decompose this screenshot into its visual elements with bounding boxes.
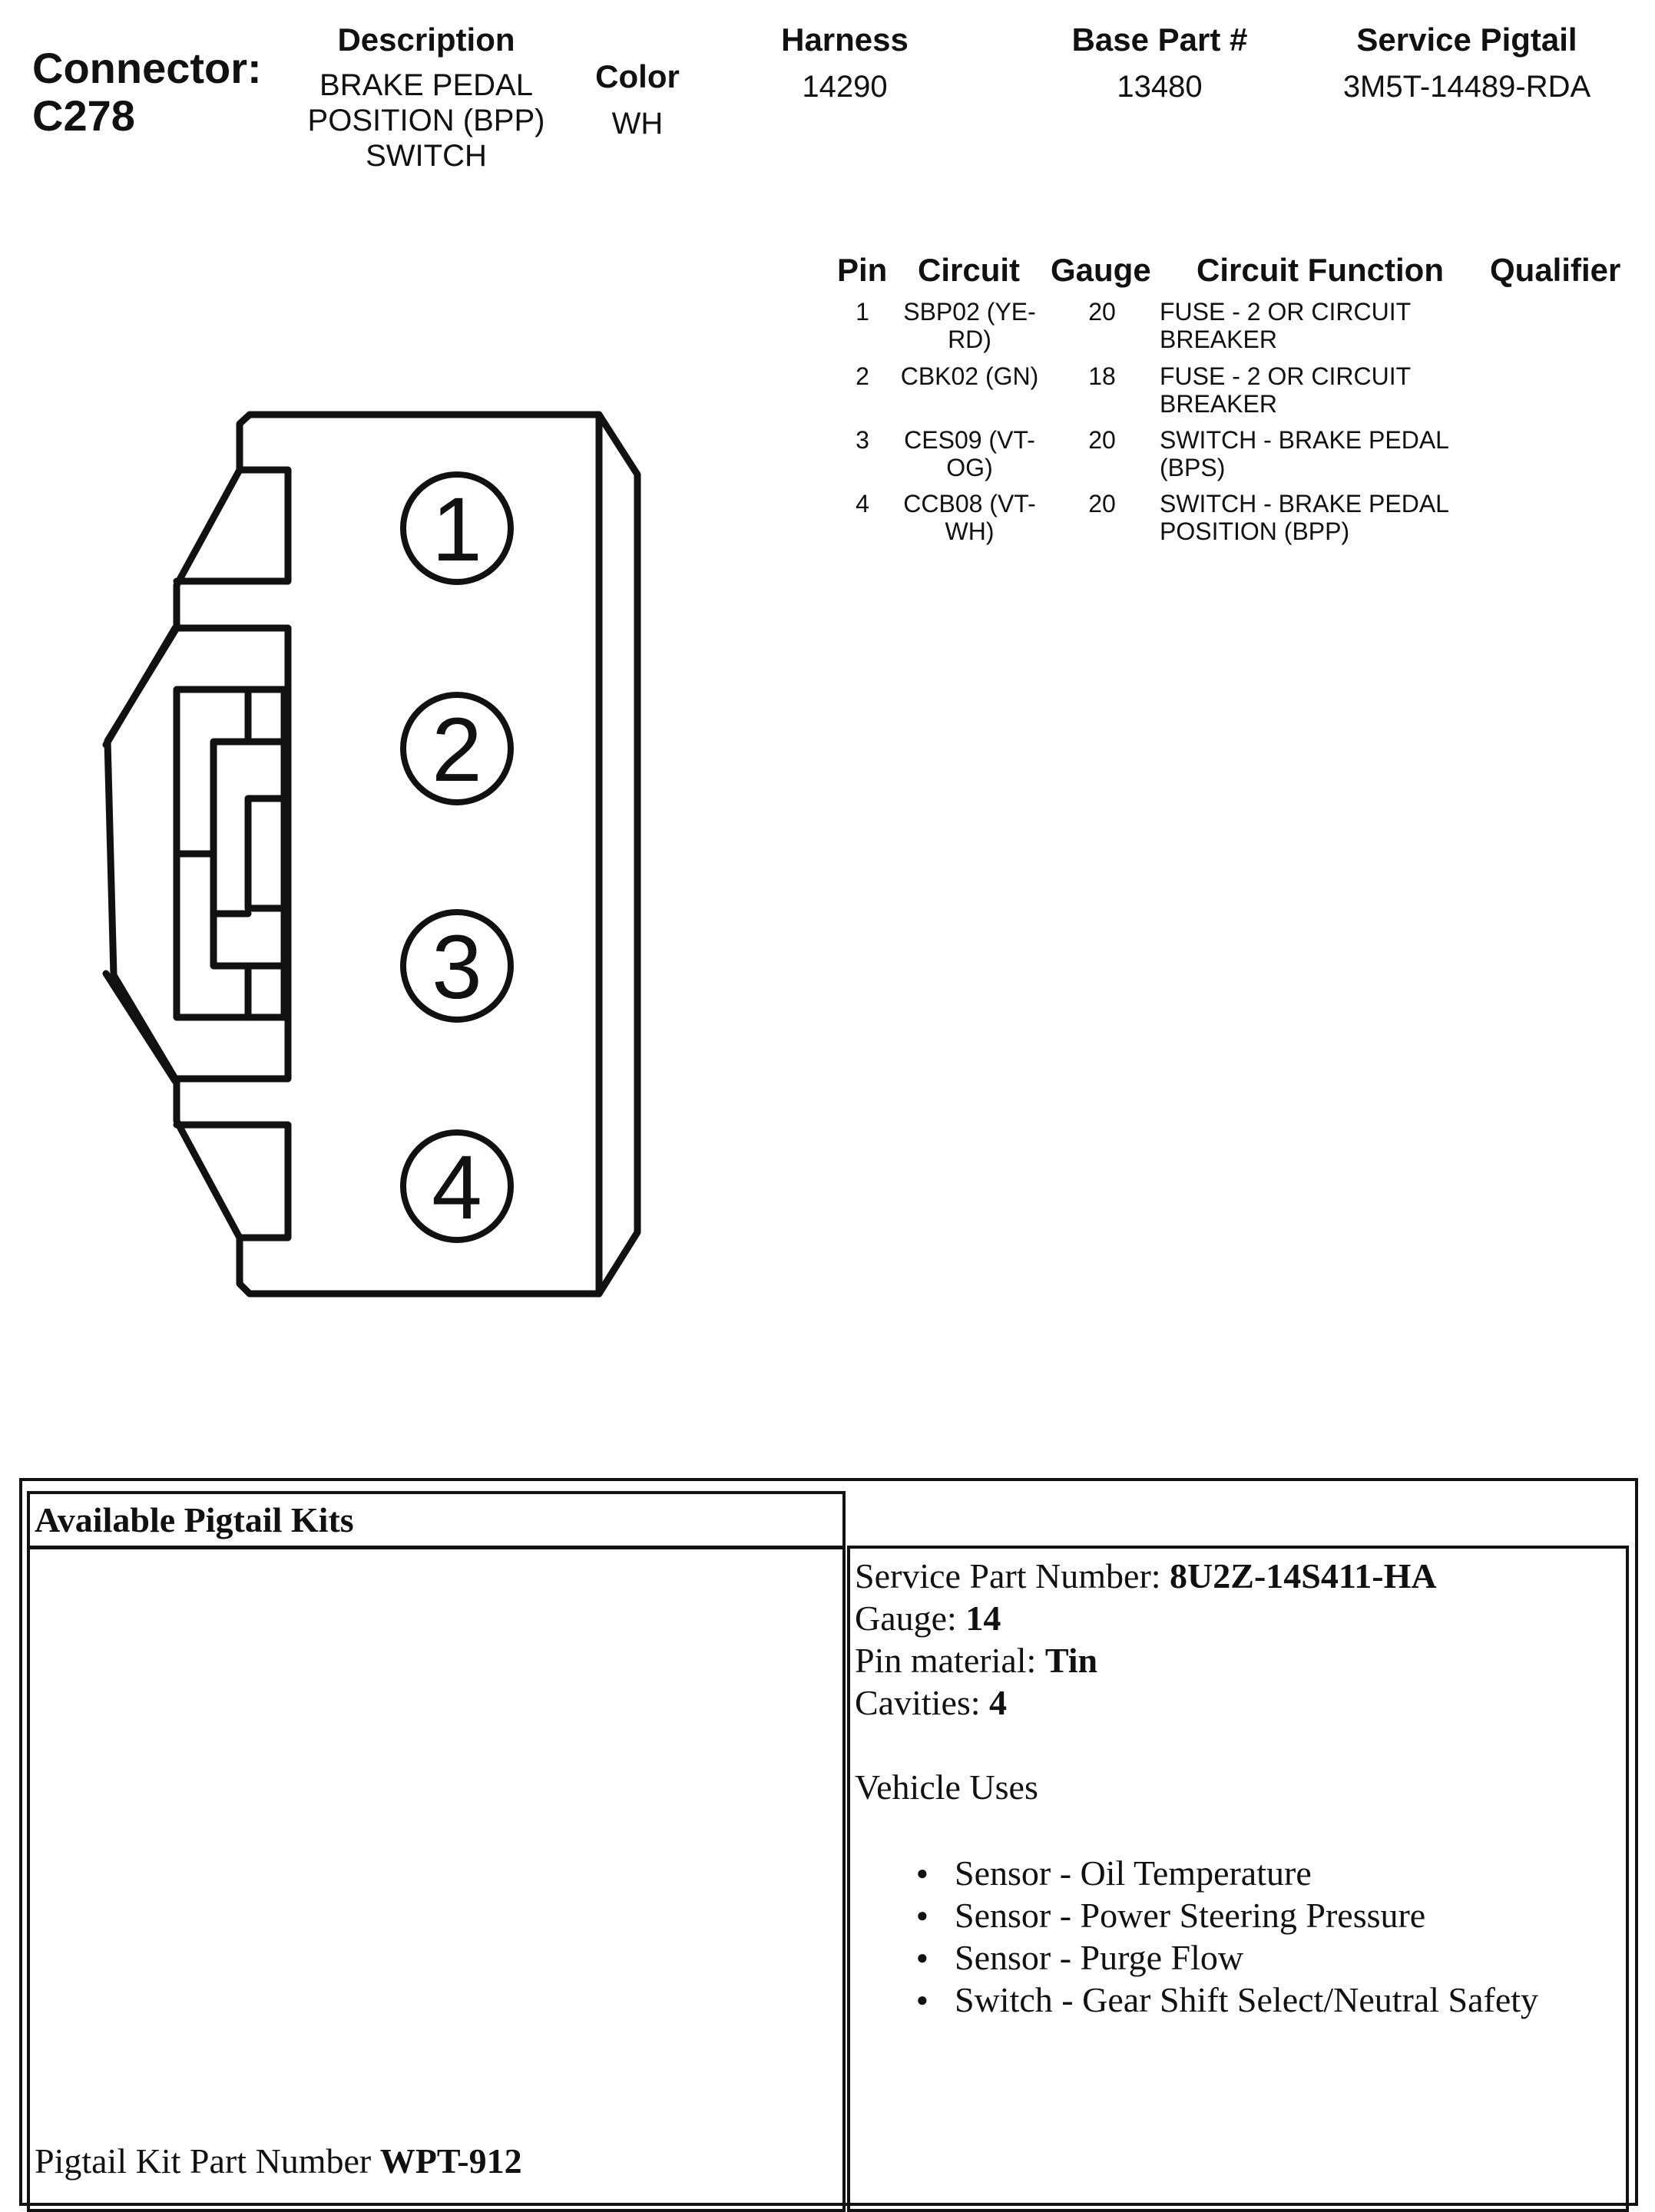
function-line: SWITCH - BRAKE PEDAL — [1160, 426, 1449, 454]
gauge-label: Gauge: — [855, 1599, 966, 1638]
pin-function: SWITCH - BRAKE PEDAL (BPS) — [1160, 426, 1467, 481]
vehicle-use-item: Sensor - Purge Flow — [855, 1936, 1538, 1979]
circuit-column-header: Circuit — [918, 252, 1021, 288]
pin-material-line: Pin material: Tin — [855, 1639, 1538, 1681]
pin-circuit: CES09 (VT- OG) — [891, 426, 1048, 481]
service-pigtail-header: Service Pigtail — [1356, 21, 1577, 58]
description-value: BRAKE PEDAL POSITION (BPP) SWITCH — [273, 68, 580, 174]
pin-function: FUSE - 2 OR CIRCUIT BREAKER — [1160, 298, 1467, 353]
pin-circuit: CBK02 (GN) — [891, 362, 1048, 390]
service-part-line: Service Part Number: 8U2Z-14S411-HA — [855, 1555, 1538, 1597]
function-line: POSITION (BPP) — [1160, 517, 1350, 545]
qualifier-column-header: Qualifier — [1490, 252, 1621, 288]
vehicle-use-item: Sensor - Oil Temperature — [855, 1852, 1538, 1894]
circuit-line: WH) — [945, 517, 995, 545]
pin-column-header: Pin — [837, 252, 888, 288]
function-line: FUSE - 2 OR CIRCUIT — [1160, 298, 1412, 326]
pin-material-label: Pin material: — [855, 1641, 1045, 1680]
harness-value: 14290 — [802, 70, 888, 104]
pin-3-cavity — [400, 909, 514, 1023]
pin-function: SWITCH - BRAKE PEDAL POSITION (BPP) — [1160, 490, 1467, 545]
vehicle-uses-list: Sensor - Oil Temperature Sensor - Power … — [855, 1852, 1538, 2021]
pin-gauge: 20 — [1088, 490, 1116, 517]
pin-1-cavity — [400, 471, 514, 585]
function-line: BREAKER — [1160, 326, 1277, 353]
harness-header: Harness — [781, 21, 909, 58]
pin-4-label: 4 — [432, 1137, 482, 1238]
description-line: SWITCH — [366, 139, 487, 173]
pin-gauge: 18 — [1088, 362, 1116, 390]
pin-1-label: 1 — [432, 479, 482, 580]
service-part-label: Service Part Number: — [855, 1556, 1170, 1595]
pin-2-cavity — [400, 692, 514, 805]
gauge-value: 14 — [965, 1599, 1001, 1638]
pigtail-kit-part-line: Pigtail Kit Part Number WPT-912 — [35, 2140, 522, 2182]
gauge-column-header: Gauge — [1051, 252, 1151, 288]
pin-gauge: 20 — [1088, 298, 1116, 326]
pin-material-value: Tin — [1044, 1641, 1098, 1680]
pigtail-kits-title: Available Pigtail Kits — [35, 1500, 354, 1539]
pin-circuit: SBP02 (YE- RD) — [891, 298, 1048, 353]
pigtail-details-cell: Service Part Number: 8U2Z-14S411-HA Gaug… — [847, 1546, 1629, 2212]
connector-id: C278 — [32, 91, 135, 140]
circuit-line: CES09 (VT- — [904, 426, 1035, 454]
vehicle-use-item: Switch - Gear Shift Select/Neutral Safet… — [855, 1979, 1538, 2021]
pin-number: 4 — [856, 490, 869, 517]
service-part-value: 8U2Z-14S411-HA — [1170, 1556, 1437, 1595]
pin-number: 2 — [856, 362, 869, 390]
pin-2-label: 2 — [432, 699, 482, 801]
circuit-line: OG) — [946, 454, 993, 481]
circuit-line: CBK02 (GN) — [900, 362, 1039, 390]
pin-circuit: CCB08 (VT- WH) — [891, 490, 1048, 545]
description-line: POSITION (BPP) — [307, 104, 545, 137]
cavities-value: 4 — [989, 1683, 1008, 1722]
connector-face-diagram: 1 2 3 4 — [102, 411, 641, 1298]
description-header: Description — [337, 21, 515, 58]
color-header: Color — [595, 58, 680, 94]
function-line: SWITCH - BRAKE PEDAL — [1160, 490, 1449, 517]
gauge-line: Gauge: 14 — [855, 1597, 1538, 1639]
circuit-line: SBP02 (YE- — [903, 298, 1036, 326]
circuit-line: CCB08 (VT- — [903, 490, 1036, 517]
vehicle-uses-heading: Vehicle Uses — [855, 1767, 1038, 1807]
pigtail-kit-part-label: Pigtail Kit Part Number — [35, 2141, 380, 2181]
color-value: WH — [611, 107, 664, 141]
circuit-function-column-header: Circuit Function — [1197, 252, 1444, 288]
cavities-line: Cavities: 4 — [855, 1681, 1538, 1724]
pigtail-image-cell: Pigtail Kit Part Number WPT-912 — [27, 1546, 846, 2212]
pin-number: 1 — [856, 298, 869, 326]
pigtail-kit-part-number: WPT-912 — [379, 2141, 522, 2181]
vehicle-use-item: Sensor - Power Steering Pressure — [855, 1894, 1538, 1936]
function-line: BREAKER — [1160, 390, 1277, 418]
cavities-label: Cavities: — [855, 1683, 990, 1722]
pin-gauge: 20 — [1088, 426, 1116, 454]
pin-number: 3 — [856, 426, 869, 454]
pin-4-cavity — [400, 1129, 514, 1243]
pin-function: FUSE - 2 OR CIRCUIT BREAKER — [1160, 362, 1467, 418]
pin-3-label: 3 — [432, 917, 482, 1018]
base-part-header: Base Part # — [1071, 21, 1248, 58]
circuit-line: RD) — [948, 326, 991, 353]
connector-label: Connector: — [32, 44, 262, 92]
function-line: FUSE - 2 OR CIRCUIT — [1160, 362, 1412, 390]
connector-title: Connector: C278 — [32, 45, 262, 140]
function-line: (BPS) — [1160, 454, 1226, 481]
service-pigtail-value: 3M5T-14489-RDA — [1342, 70, 1591, 104]
pigtail-details: Service Part Number: 8U2Z-14S411-HA Gaug… — [855, 1555, 1538, 2021]
pigtail-kits-title-cell: Available Pigtail Kits — [27, 1491, 846, 1549]
description-line: BRAKE PEDAL — [319, 68, 533, 102]
base-part-value: 13480 — [1117, 70, 1203, 104]
